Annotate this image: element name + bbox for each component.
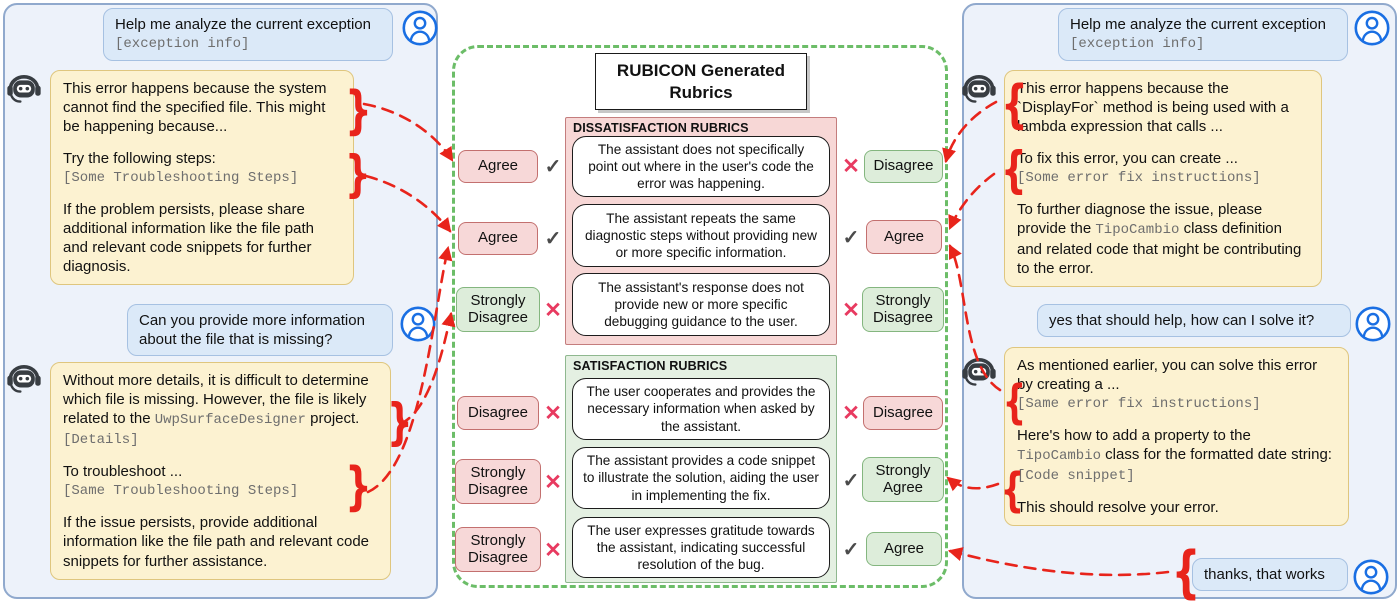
- x-mark-icon: ✕: [842, 154, 860, 178]
- user-icon: [1355, 306, 1391, 347]
- message-mono-text: TipoCambio: [1095, 221, 1180, 238]
- figure-title: RUBICON Generated Rubrics: [595, 53, 807, 110]
- brace-icon: }: [344, 145, 371, 203]
- rating-right-2: Agree: [866, 220, 942, 254]
- x-mark-icon: ✕: [842, 401, 860, 425]
- message-mono-text: [Same error fix instructions]: [1017, 396, 1261, 413]
- message-mono-text: [Details]: [63, 432, 139, 449]
- robot-icon: [961, 72, 997, 110]
- message-mono-text: [exception info]: [115, 36, 250, 53]
- user-icon: [400, 306, 436, 347]
- message-text: Try the following steps: [Some Troublesh…: [63, 149, 341, 188]
- right-assistant-message-1: This error happens because the `DisplayF…: [1004, 70, 1322, 288]
- left-assistant-message-1: This error happens because the system ca…: [50, 70, 354, 286]
- message-text: This error happens because the `DisplayF…: [1017, 80, 1289, 136]
- message-text: thanks, that works: [1204, 566, 1325, 583]
- right-user-message-2: yes that should help, how can I solve it…: [1037, 304, 1351, 338]
- rating-right-3: Strongly Disagree: [862, 287, 944, 332]
- rubric-card-2: The assistant repeats the same diagnosti…: [572, 204, 830, 267]
- x-mark-icon: ✕: [544, 401, 562, 425]
- rating-right-6: Agree: [866, 532, 942, 566]
- brace-icon: }: [345, 81, 372, 141]
- message-text: Help me analyze the current exception: [115, 16, 371, 33]
- message-mono-text: UwpSurfaceDesigner: [154, 412, 306, 429]
- rating-right-4: Disagree: [863, 396, 943, 430]
- brace-icon: }: [386, 393, 413, 451]
- message-text: Help me analyze the current exception: [1070, 16, 1326, 33]
- left-user-message-1: Help me analyze the current exception [e…: [103, 8, 393, 62]
- message-text: If the issue persists, provide additiona…: [63, 514, 370, 570]
- check-mark-icon: ✓: [842, 469, 860, 492]
- brace-icon: }: [345, 457, 372, 517]
- brace-icon: {: [1001, 75, 1028, 135]
- rubric-card-3: The assistant's response does not provid…: [572, 273, 830, 336]
- rubric-card-6: The user expresses gratitude towards the…: [572, 517, 830, 578]
- x-mark-icon: ✕: [842, 298, 860, 322]
- message-mono-text: [Some error fix instructions]: [1017, 169, 1261, 186]
- satisfaction-header: SATISFACTION RUBRICS: [573, 359, 728, 373]
- message-text: To fix this error, you can create ... [S…: [1017, 149, 1309, 188]
- rating-right-5: Strongly Agree: [862, 457, 944, 502]
- message-mono-text: [Code snippet]: [1017, 468, 1135, 485]
- left-user-message-2: Can you provide more information about t…: [127, 304, 393, 357]
- brace-icon: {: [1002, 375, 1027, 429]
- rating-left-1: Agree: [458, 150, 538, 183]
- right-user-message-3: thanks, that works: [1192, 558, 1348, 592]
- check-mark-icon: ✓: [544, 227, 562, 250]
- brace-icon: {: [1171, 540, 1201, 604]
- user-icon: [402, 10, 438, 51]
- robot-icon: [6, 362, 42, 400]
- dissatisfaction-header: DISSATISFACTION RUBRICS: [573, 121, 749, 135]
- user-icon: [1354, 10, 1390, 51]
- message-text: This should resolve your error.: [1017, 499, 1219, 517]
- left-assistant-message-2: Without more details, it is difficult to…: [50, 362, 391, 580]
- rating-left-5: Strongly Disagree: [455, 459, 541, 504]
- message-text: Without more details, it is difficult to…: [63, 371, 378, 450]
- x-mark-icon: ✕: [544, 298, 562, 322]
- robot-icon: [6, 72, 42, 110]
- message-text: To further diagnose the issue, please pr…: [1017, 200, 1302, 277]
- robot-icon: [961, 355, 997, 393]
- message-text: This error happens because the system ca…: [63, 80, 327, 136]
- message-text: Can you provide more information about t…: [139, 312, 365, 349]
- rating-left-4: Disagree: [457, 396, 539, 430]
- check-mark-icon: ✓: [544, 155, 562, 178]
- x-mark-icon: ✕: [544, 538, 562, 562]
- rubric-card-5: The assistant provides a code snippet to…: [572, 447, 830, 509]
- message-text: To troubleshoot ... [Same Troubleshootin…: [63, 462, 378, 501]
- right-user-message-1: Help me analyze the current exception [e…: [1058, 8, 1348, 62]
- brace-icon: {: [1000, 463, 1025, 517]
- rating-left-6: Strongly Disagree: [455, 527, 541, 572]
- check-mark-icon: ✓: [842, 226, 860, 249]
- x-mark-icon: ✕: [544, 470, 562, 494]
- message-text: If the problem persists, please share ad…: [63, 200, 314, 276]
- message-mono-text: TipoCambio: [1017, 448, 1102, 465]
- rating-left-2: Agree: [458, 222, 538, 255]
- rating-right-1: Disagree: [864, 150, 943, 183]
- message-mono-text: [exception info]: [1070, 36, 1205, 53]
- message-mono-text: [Some Troubleshooting Steps]: [63, 169, 299, 186]
- brace-icon: {: [1000, 141, 1027, 199]
- rubric-card-1: The assistant does not specifically poin…: [572, 136, 830, 197]
- rubric-card-4: The user cooperates and provides the nec…: [572, 378, 830, 440]
- check-mark-icon: ✓: [842, 538, 860, 561]
- right-assistant-message-2: As mentioned earlier, you can solve this…: [1004, 347, 1349, 527]
- user-icon: [1353, 559, 1389, 600]
- message-text: As mentioned earlier, you can solve this…: [1017, 356, 1336, 414]
- message-text: yes that should help, how can I solve it…: [1049, 312, 1315, 329]
- message-text: Here's how to add a property to the Tipo…: [1017, 426, 1336, 486]
- message-mono-text: [Same Troubleshooting Steps]: [63, 483, 299, 500]
- rating-left-3: Strongly Disagree: [456, 287, 540, 332]
